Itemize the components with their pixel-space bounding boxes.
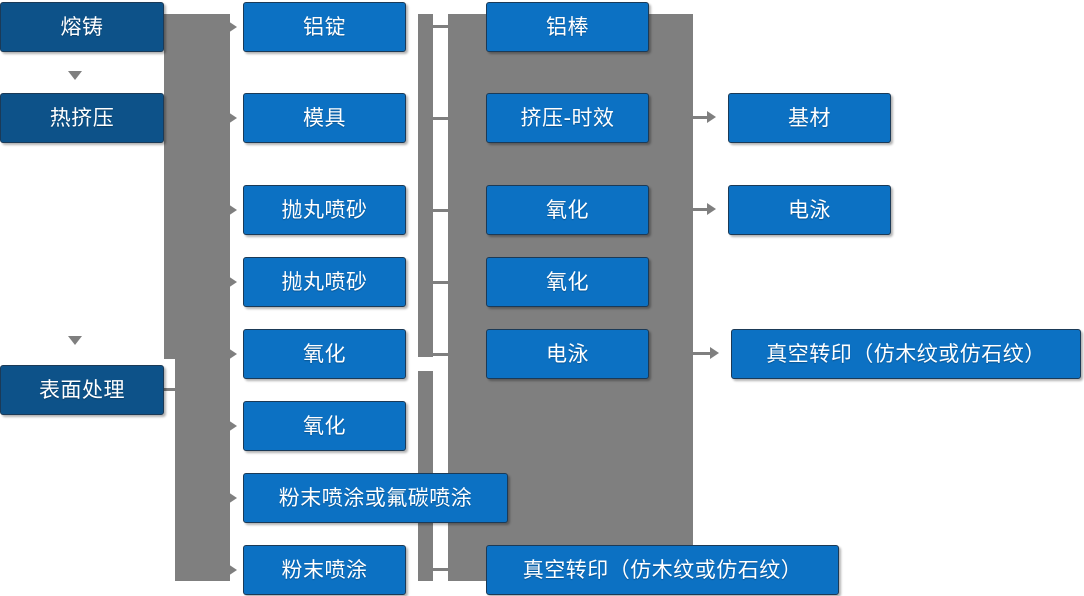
sub-process-box-aluminium-ingot[interactable]: 铝锭: [243, 0, 406, 54]
connector-stem-out-2: [693, 208, 709, 211]
stage-label: 熔铸: [60, 14, 104, 39]
sub-process-box-oxidation-1[interactable]: 氧化: [243, 327, 406, 381]
output-label: 真空转印（仿木纹或仿石纹）: [766, 341, 1046, 366]
right-arrow-icon-sub-4: [228, 276, 237, 288]
right-arrow-icon-sub-2: [228, 112, 237, 124]
connector-tick-trt-4: [433, 281, 450, 284]
connector-stem-out-1: [693, 116, 709, 119]
sub-process-box-shot-blasting-1[interactable]: 抛丸喷砂: [243, 183, 406, 237]
treatment-label: 氧化: [546, 197, 589, 222]
right-arrow-icon-sub-1: [228, 21, 237, 33]
treatment-box-electrophoresis[interactable]: 电泳: [486, 327, 649, 381]
sub-process-box-powder-coating[interactable]: 粉末喷涂: [243, 543, 406, 596]
connector-tick-trt-3: [433, 209, 450, 212]
treatment-box-extrusion-aging[interactable]: 挤压-时效: [486, 91, 649, 145]
sub-process-label: 粉末喷涂或氟碳喷涂: [278, 485, 473, 510]
sub-process-box-mould[interactable]: 模具: [243, 91, 406, 145]
treatment-label: 电泳: [546, 341, 589, 366]
sub-process-label: 氧化: [303, 341, 346, 366]
sub-process-label: 抛丸喷砂: [281, 269, 368, 294]
right-arrow-icon-out-2: [707, 203, 716, 215]
treatment-box-aluminium-bar[interactable]: 铝棒: [486, 0, 649, 54]
treatment-box-vacuum-transfer-print[interactable]: 真空转印（仿木纹或仿石纹）: [486, 543, 839, 596]
stage-box-surface-treatment[interactable]: 表面处理: [0, 363, 164, 417]
stage-box-melting-casting[interactable]: 熔铸: [0, 0, 164, 54]
connector-tick-surface-treatment: [164, 388, 178, 391]
down-arrow-icon-melt-to-extrude: [68, 71, 82, 80]
treatment-box-oxidation-1[interactable]: 氧化: [486, 183, 649, 237]
sub-process-label: 抛丸喷砂: [281, 197, 368, 222]
output-box-vacuum-transfer-print[interactable]: 真空转印（仿木纹或仿石纹）: [731, 327, 1081, 381]
right-arrow-icon-sub-8: [228, 564, 237, 576]
sub-process-label: 粉末喷涂: [281, 557, 368, 582]
sub-process-label: 铝锭: [303, 14, 346, 39]
sub-process-box-shot-blasting-2[interactable]: 抛丸喷砂: [243, 255, 406, 309]
connector-tick-trt-1: [433, 25, 450, 28]
stage-label: 表面处理: [39, 377, 125, 402]
treatment-box-oxidation-2[interactable]: 氧化: [486, 255, 649, 309]
connector-spine-narrow-upper: [418, 14, 433, 357]
down-arrow-icon-extrude-to-surface: [68, 336, 82, 345]
sub-process-label: 氧化: [303, 413, 346, 438]
output-label: 基材: [788, 105, 831, 130]
treatment-label: 铝棒: [546, 14, 589, 39]
treatment-label: 氧化: [546, 269, 589, 294]
output-label: 电泳: [788, 197, 831, 222]
connector-stem-out-3: [693, 352, 712, 355]
sub-process-label: 模具: [303, 105, 346, 130]
output-box-electrophoresis[interactable]: 电泳: [728, 183, 891, 237]
right-arrow-icon-out-3: [710, 347, 719, 359]
stage-label: 热挤压: [49, 105, 115, 130]
sub-process-box-oxidation-2[interactable]: 氧化: [243, 399, 406, 453]
right-arrow-icon-sub-7: [228, 492, 237, 504]
right-arrow-icon-sub-5: [228, 348, 237, 360]
connector-tick-trt-5: [433, 353, 450, 356]
right-arrow-icon-out-1: [707, 111, 716, 123]
treatment-label: 挤压-时效: [520, 105, 615, 130]
connector-band-left-lower: [175, 357, 230, 581]
right-arrow-icon-sub-6: [228, 420, 237, 432]
connector-tick-trt-6: [433, 568, 450, 571]
sub-process-box-powder-or-fluorocarbon-coating[interactable]: 粉末喷涂或氟碳喷涂: [243, 471, 508, 525]
output-box-substrate[interactable]: 基材: [728, 91, 891, 145]
connector-tick-trt-2: [433, 117, 450, 120]
treatment-label: 真空转印（仿木纹或仿石纹）: [522, 557, 803, 582]
stage-box-hot-extrusion[interactable]: 热挤压: [0, 91, 164, 145]
right-arrow-icon-sub-3: [228, 204, 237, 216]
connector-band-left-upper: [164, 14, 230, 359]
